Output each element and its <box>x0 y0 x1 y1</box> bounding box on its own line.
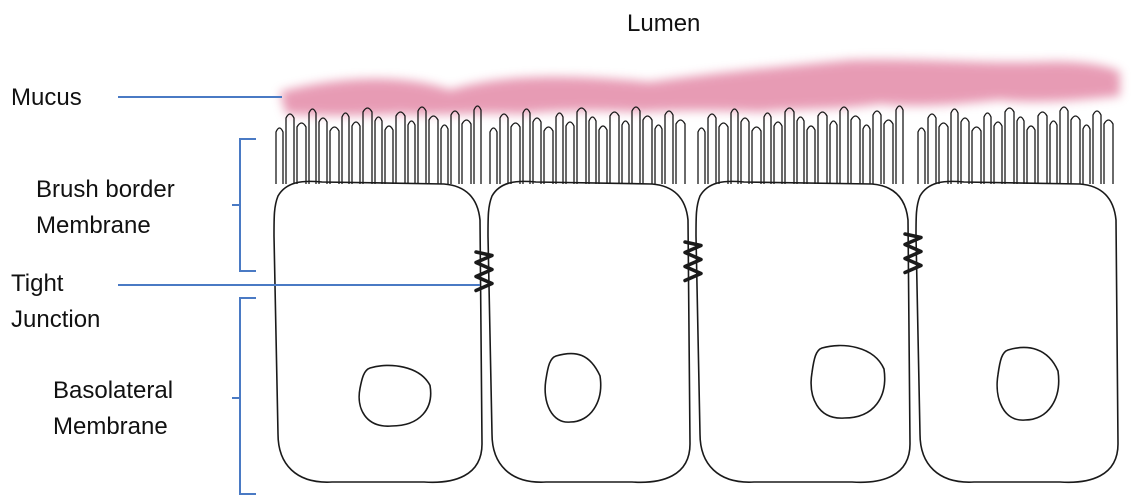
microvillus <box>830 121 837 184</box>
lumen-label: Lumen <box>627 6 700 42</box>
microvillus <box>774 122 782 184</box>
brush-border-label-line2: Membrane <box>36 208 175 244</box>
microvillus <box>352 122 360 184</box>
microvillus <box>873 111 881 184</box>
microvillus <box>408 121 415 184</box>
microvillus <box>385 126 393 184</box>
microvillus <box>741 118 749 184</box>
microvillus <box>544 127 553 184</box>
microvillus <box>622 121 629 184</box>
microvillus <box>276 128 283 184</box>
microvillus <box>994 122 1002 184</box>
microvillus <box>918 128 925 184</box>
microvillus <box>632 107 640 184</box>
microvillus <box>655 125 662 184</box>
microvillus <box>807 126 815 184</box>
mucus-label: Mucus <box>11 80 82 116</box>
microvillus <box>984 113 991 184</box>
microvillus <box>375 117 382 184</box>
microvillus <box>462 120 471 184</box>
microvillus <box>1093 111 1101 184</box>
microvillus <box>1017 117 1024 184</box>
microvillus <box>676 120 685 184</box>
microvillus <box>851 116 860 184</box>
cells-group <box>274 181 1118 482</box>
microvillus <box>643 116 652 184</box>
microvillus <box>589 117 596 184</box>
microvillus <box>1038 112 1047 184</box>
epithelial-cell <box>488 181 690 482</box>
brush-border-label-line1: Brush border <box>36 172 175 208</box>
mucus-layer <box>280 60 1120 116</box>
microvillus <box>429 116 438 184</box>
microvillus <box>785 108 794 184</box>
microvillus <box>418 107 426 184</box>
microvillus <box>896 106 903 184</box>
microvillus <box>708 114 716 184</box>
microvillus <box>319 118 327 184</box>
microvillus <box>961 118 969 184</box>
basolateral-membrane-label: Basolateral Membrane <box>53 373 173 445</box>
microvillus <box>951 109 958 184</box>
epithelial-cell <box>696 181 910 482</box>
microvillus <box>599 126 607 184</box>
microvillus <box>1060 107 1068 184</box>
microvillus <box>342 113 349 184</box>
basolateral-label-line2: Membrane <box>53 409 173 445</box>
microvilli-group <box>276 106 1113 184</box>
brush-border-bracket <box>232 139 256 271</box>
microvillus <box>840 107 848 184</box>
microvillus <box>1071 116 1080 184</box>
tight-junction-label: Tight Junction <box>11 266 100 338</box>
microvillus <box>511 123 520 184</box>
microvillus <box>1005 108 1014 184</box>
microvillus <box>500 114 508 184</box>
tight-junction-label-line2: Junction <box>11 302 100 338</box>
microvillus <box>330 127 339 184</box>
microvillus <box>818 112 827 184</box>
brush-border-membrane-label: Brush border Membrane <box>36 172 175 244</box>
epithelial-cell <box>274 181 482 482</box>
microvillus <box>1027 126 1035 184</box>
microvillus <box>698 128 705 184</box>
microvillus <box>928 114 936 184</box>
microvillus <box>1050 121 1057 184</box>
microvillus <box>972 127 981 184</box>
tight-junction-label-line1: Tight <box>11 266 100 302</box>
nucleus <box>545 353 601 422</box>
microvillus <box>764 113 771 184</box>
microvillus <box>556 113 563 184</box>
microvillus <box>665 111 673 184</box>
basolateral-label-line1: Basolateral <box>53 373 173 409</box>
microvillus <box>610 112 619 184</box>
microvillus <box>533 118 541 184</box>
microvillus <box>490 128 497 184</box>
microvillus <box>396 112 405 184</box>
nucleus <box>997 348 1059 421</box>
microvillus <box>309 109 316 184</box>
nucleus <box>811 346 885 419</box>
microvillus <box>451 111 459 184</box>
microvillus <box>441 125 448 184</box>
microvillus <box>1104 120 1113 184</box>
microvillus <box>474 106 481 184</box>
microvillus <box>523 109 530 184</box>
microvillus <box>731 109 738 184</box>
microvillus <box>1083 125 1090 184</box>
basolateral-bracket <box>232 298 256 494</box>
microvillus <box>286 114 294 184</box>
microvillus <box>939 123 948 184</box>
microvillus <box>863 125 870 184</box>
microvillus <box>752 127 761 184</box>
microvillus <box>719 123 728 184</box>
microvillus <box>577 108 586 184</box>
epithelial-cell <box>916 181 1118 482</box>
microvillus <box>797 117 804 184</box>
microvillus <box>566 122 574 184</box>
nucleus <box>359 365 431 426</box>
microvillus <box>884 120 893 184</box>
microvillus <box>363 108 372 184</box>
microvillus <box>297 123 306 184</box>
